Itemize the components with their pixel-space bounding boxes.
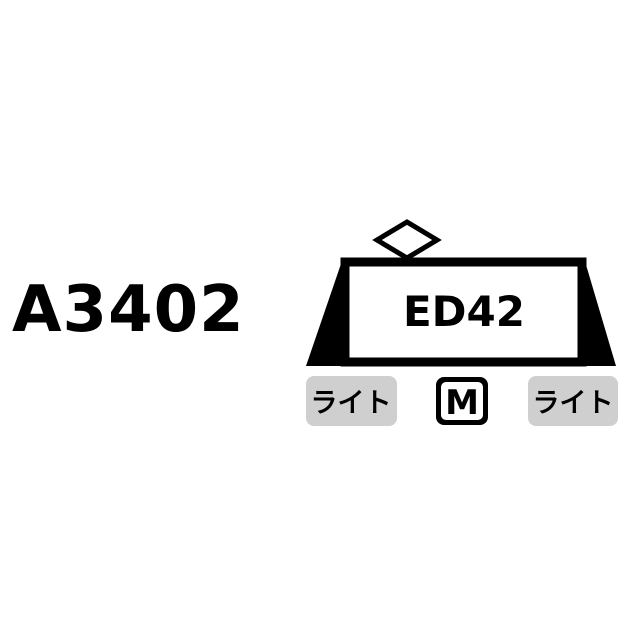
motor-badge-inner (441, 382, 483, 420)
cab-right (578, 258, 616, 366)
loco-body (340, 257, 587, 367)
left-light-label: ライト (311, 388, 392, 419)
right-light-badge (528, 376, 618, 426)
cab-left (306, 258, 349, 366)
product-code: A3402 (12, 273, 245, 347)
right-light-label: ライト (533, 388, 614, 419)
loco-name: ED42 (403, 287, 525, 336)
motor-label: M (445, 383, 479, 423)
pantograph-icon (372, 219, 442, 261)
left-light-badge (306, 376, 397, 426)
